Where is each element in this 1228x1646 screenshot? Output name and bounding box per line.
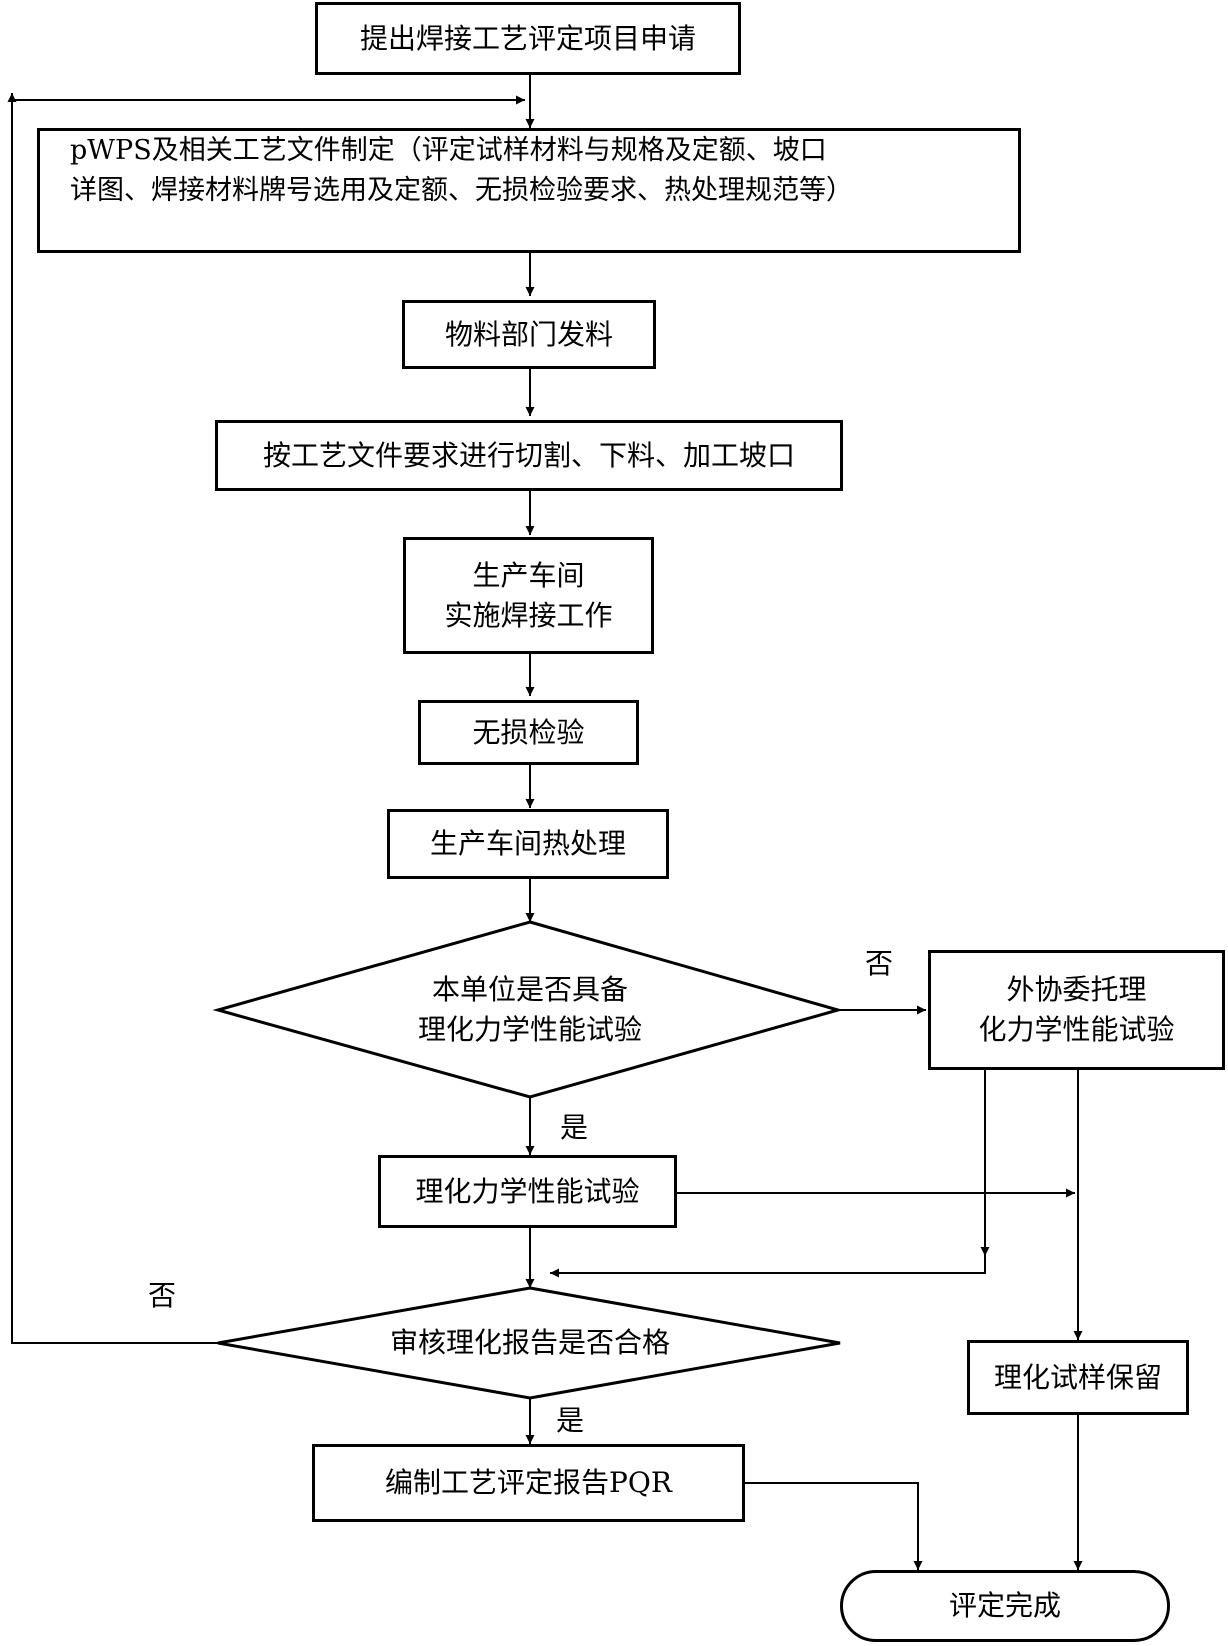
- cutting-label: 按工艺文件要求进行切割、下料、加工坡口: [262, 438, 795, 472]
- decision1-text: 本单位是否具备 理化力学性能试验: [330, 965, 730, 1055]
- outsource-label-line1: 外协委托理: [1006, 973, 1147, 1006]
- decision1-yes-label: 是: [560, 1111, 589, 1144]
- test-box: 理化力学性能试验: [378, 1155, 677, 1228]
- weld-label-line2: 实施焊接工作: [444, 598, 613, 632]
- heat-label: 生产车间热处理: [429, 827, 626, 860]
- cutting-box: 按工艺文件要求进行切割、下料、加工坡口: [215, 420, 843, 491]
- test-label: 理化力学性能试验: [415, 1174, 640, 1208]
- weld-box: 生产车间 实施焊接工作: [403, 537, 654, 654]
- ndt-label: 无损检验: [472, 715, 585, 749]
- weld-label-line1: 生产车间: [472, 558, 585, 592]
- done-terminal: 评定完成: [840, 1570, 1170, 1642]
- ndt-box: 无损检验: [418, 700, 639, 765]
- arrow-pqr-to-done: [745, 1482, 923, 1570]
- decision1-diamond: [212, 920, 844, 1099]
- pwps-label-line2: 详图、焊接材料牌号选用及定额、无损检验要求、热处理规范等）: [70, 175, 853, 206]
- decision2-label: 审核理化报告是否合格: [389, 1326, 670, 1359]
- outsource-box: 外协委托理 化力学性能试验: [928, 950, 1225, 1070]
- pwps-label-line1: pWPS及相关工艺文件制定（评定试样材料与规格及定额、坡口: [70, 135, 827, 166]
- heat-box: 生产车间热处理: [387, 809, 669, 879]
- pqr-box: 编制工艺评定报告PQR: [312, 1444, 745, 1522]
- keep-label: 理化试样保留: [993, 1360, 1162, 1394]
- arrow-decision2-no-loop: [7, 93, 218, 1344]
- done-label: 评定完成: [948, 1589, 1061, 1622]
- outsource-label-line2: 化力学性能试验: [978, 1013, 1175, 1046]
- material-label: 物料部门发料: [444, 317, 613, 351]
- keep-box: 理化试样保留: [967, 1340, 1189, 1415]
- apply-label: 提出焊接工艺评定项目申请: [359, 21, 696, 55]
- decision1-label-line1: 本单位是否具备: [431, 973, 628, 1006]
- decision2-yes-label: 是: [556, 1404, 585, 1437]
- material-box: 物料部门发料: [402, 300, 656, 369]
- decision1-label-line2: 理化力学性能试验: [417, 1013, 642, 1046]
- decision2-no-label: 否: [148, 1279, 177, 1312]
- pqr-label: 编制工艺评定报告PQR: [385, 1466, 672, 1499]
- decision2-diamond: [217, 1286, 841, 1400]
- decision1-no-label: 否: [865, 947, 894, 980]
- apply-box: 提出焊接工艺评定项目申请: [315, 2, 741, 75]
- decision2-text: 审核理化报告是否合格: [330, 1323, 730, 1363]
- pwps-box: pWPS及相关工艺文件制定（评定试样材料与规格及定额、坡口 详图、焊接材料牌号选…: [37, 128, 1021, 253]
